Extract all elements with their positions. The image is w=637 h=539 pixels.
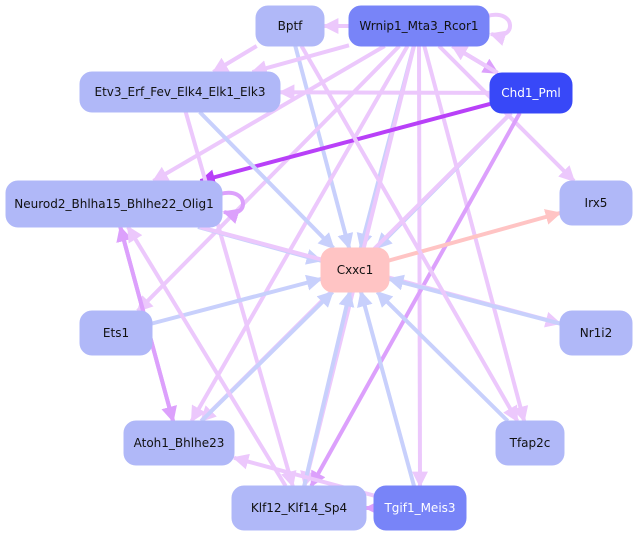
- node-box[interactable]: [79, 71, 281, 113]
- node-label: Wrnip1_Mta3_Rcor1: [359, 19, 478, 33]
- node-label: Chd1_Pml: [501, 86, 561, 100]
- edge-bptf-to-tfap2c: [299, 45, 520, 423]
- node-wrnip1[interactable]: Wrnip1_Mta3_Rcor1: [348, 5, 490, 47]
- edge-atoh1-to-cxxc1: [199, 290, 335, 423]
- edge-klf12-to-cxxc1: [302, 290, 355, 487]
- node-label: Atoh1_Bhlhe23: [134, 436, 225, 450]
- node-box[interactable]: [79, 310, 153, 356]
- edge-wrnip1-to-wrnip1: [486, 12, 512, 46]
- node-chd1[interactable]: Chd1_Pml: [489, 72, 573, 114]
- node-label: Nr1i2: [580, 326, 613, 340]
- node-tgif1[interactable]: Tgif1_Meis3: [373, 485, 467, 531]
- node-label: Irx5: [585, 196, 608, 210]
- node-etv3[interactable]: Etv3_Erf_Fev_Elk4_Elk1_Elk3: [79, 71, 281, 113]
- node-label: Etv3_Erf_Fev_Elk4_Elk1_Elk3: [95, 85, 266, 99]
- node-neurod2[interactable]: Neurod2_Bhlha15_Bhlhe22_Olig1: [5, 180, 223, 228]
- node-box[interactable]: [123, 420, 235, 466]
- node-cxxc1[interactable]: Cxxc1: [320, 247, 390, 293]
- node-box[interactable]: [5, 180, 223, 228]
- nodes-layer: Bptf Wrnip1_Mta3_Rcor1Etv3_Erf_Fev_Elk4_E…: [5, 5, 633, 531]
- node-nr1i2[interactable]: Nr1i2: [559, 310, 633, 356]
- node-label: Neurod2_Bhlha15_Bhlhe22_Olig1: [14, 197, 213, 211]
- edge-tfap2c-to-cxxc1: [375, 290, 510, 423]
- node-atoh1[interactable]: Atoh1_Bhlhe23: [123, 420, 235, 466]
- node-box[interactable]: [231, 485, 367, 531]
- edge-wrnip1-to-etv3: [250, 43, 350, 76]
- edge-chd1-to-neurod2: [198, 101, 491, 186]
- edge-wrnip1-to-neurod2: [152, 44, 386, 183]
- node-label: Tgif1_Meis3: [383, 501, 455, 515]
- edge-wrnip1-to-atoh1: [189, 45, 410, 423]
- edge-cxxc1-to-irx5: [388, 209, 562, 263]
- node-label: Tfap2c: [509, 436, 551, 450]
- edge-chd1-to-wrnip1: [451, 44, 499, 75]
- node-label: Klf12_Klf14_Sp4: [251, 501, 347, 515]
- edge-wrnip1-to-ets1: [136, 44, 401, 313]
- edge-bptf-to-etv3: [211, 44, 258, 74]
- node-box[interactable]: [559, 310, 633, 356]
- node-box[interactable]: [320, 247, 390, 293]
- node-box[interactable]: [489, 72, 573, 114]
- node-label: Bptf: [278, 19, 304, 33]
- node-label: Ets1: [103, 326, 129, 340]
- edge-tgif1-to-cxxc1: [357, 290, 416, 487]
- edge-klf12-to-neurod2: [126, 225, 288, 488]
- edge-nr1i2-to-cxxc1: [387, 274, 561, 326]
- edge-neurod2-to-neurod2: [219, 190, 245, 224]
- edge-wrnip1-to-tfap2c: [422, 45, 529, 423]
- node-tfap2c[interactable]: Tfap2c: [495, 420, 565, 466]
- node-bptf[interactable]: Bptf: [255, 5, 325, 47]
- node-ets1[interactable]: Ets1: [79, 310, 153, 356]
- edge-etv3-to-cxxc1: [198, 110, 335, 250]
- node-klf12[interactable]: Klf12_Klf14_Sp4: [231, 485, 367, 531]
- node-box[interactable]: [559, 180, 633, 226]
- node-box[interactable]: [348, 5, 490, 47]
- edge-wrnip1-to-tgif1: [411, 45, 428, 488]
- node-box[interactable]: [495, 420, 565, 466]
- node-box[interactable]: [255, 5, 325, 47]
- node-label: Cxxc1: [337, 263, 374, 277]
- node-box[interactable]: [373, 485, 467, 531]
- edge-chd1-to-etv3: [278, 84, 491, 101]
- edge-chd1-to-klf12: [309, 112, 522, 488]
- node-irx5[interactable]: Irx5: [559, 180, 633, 226]
